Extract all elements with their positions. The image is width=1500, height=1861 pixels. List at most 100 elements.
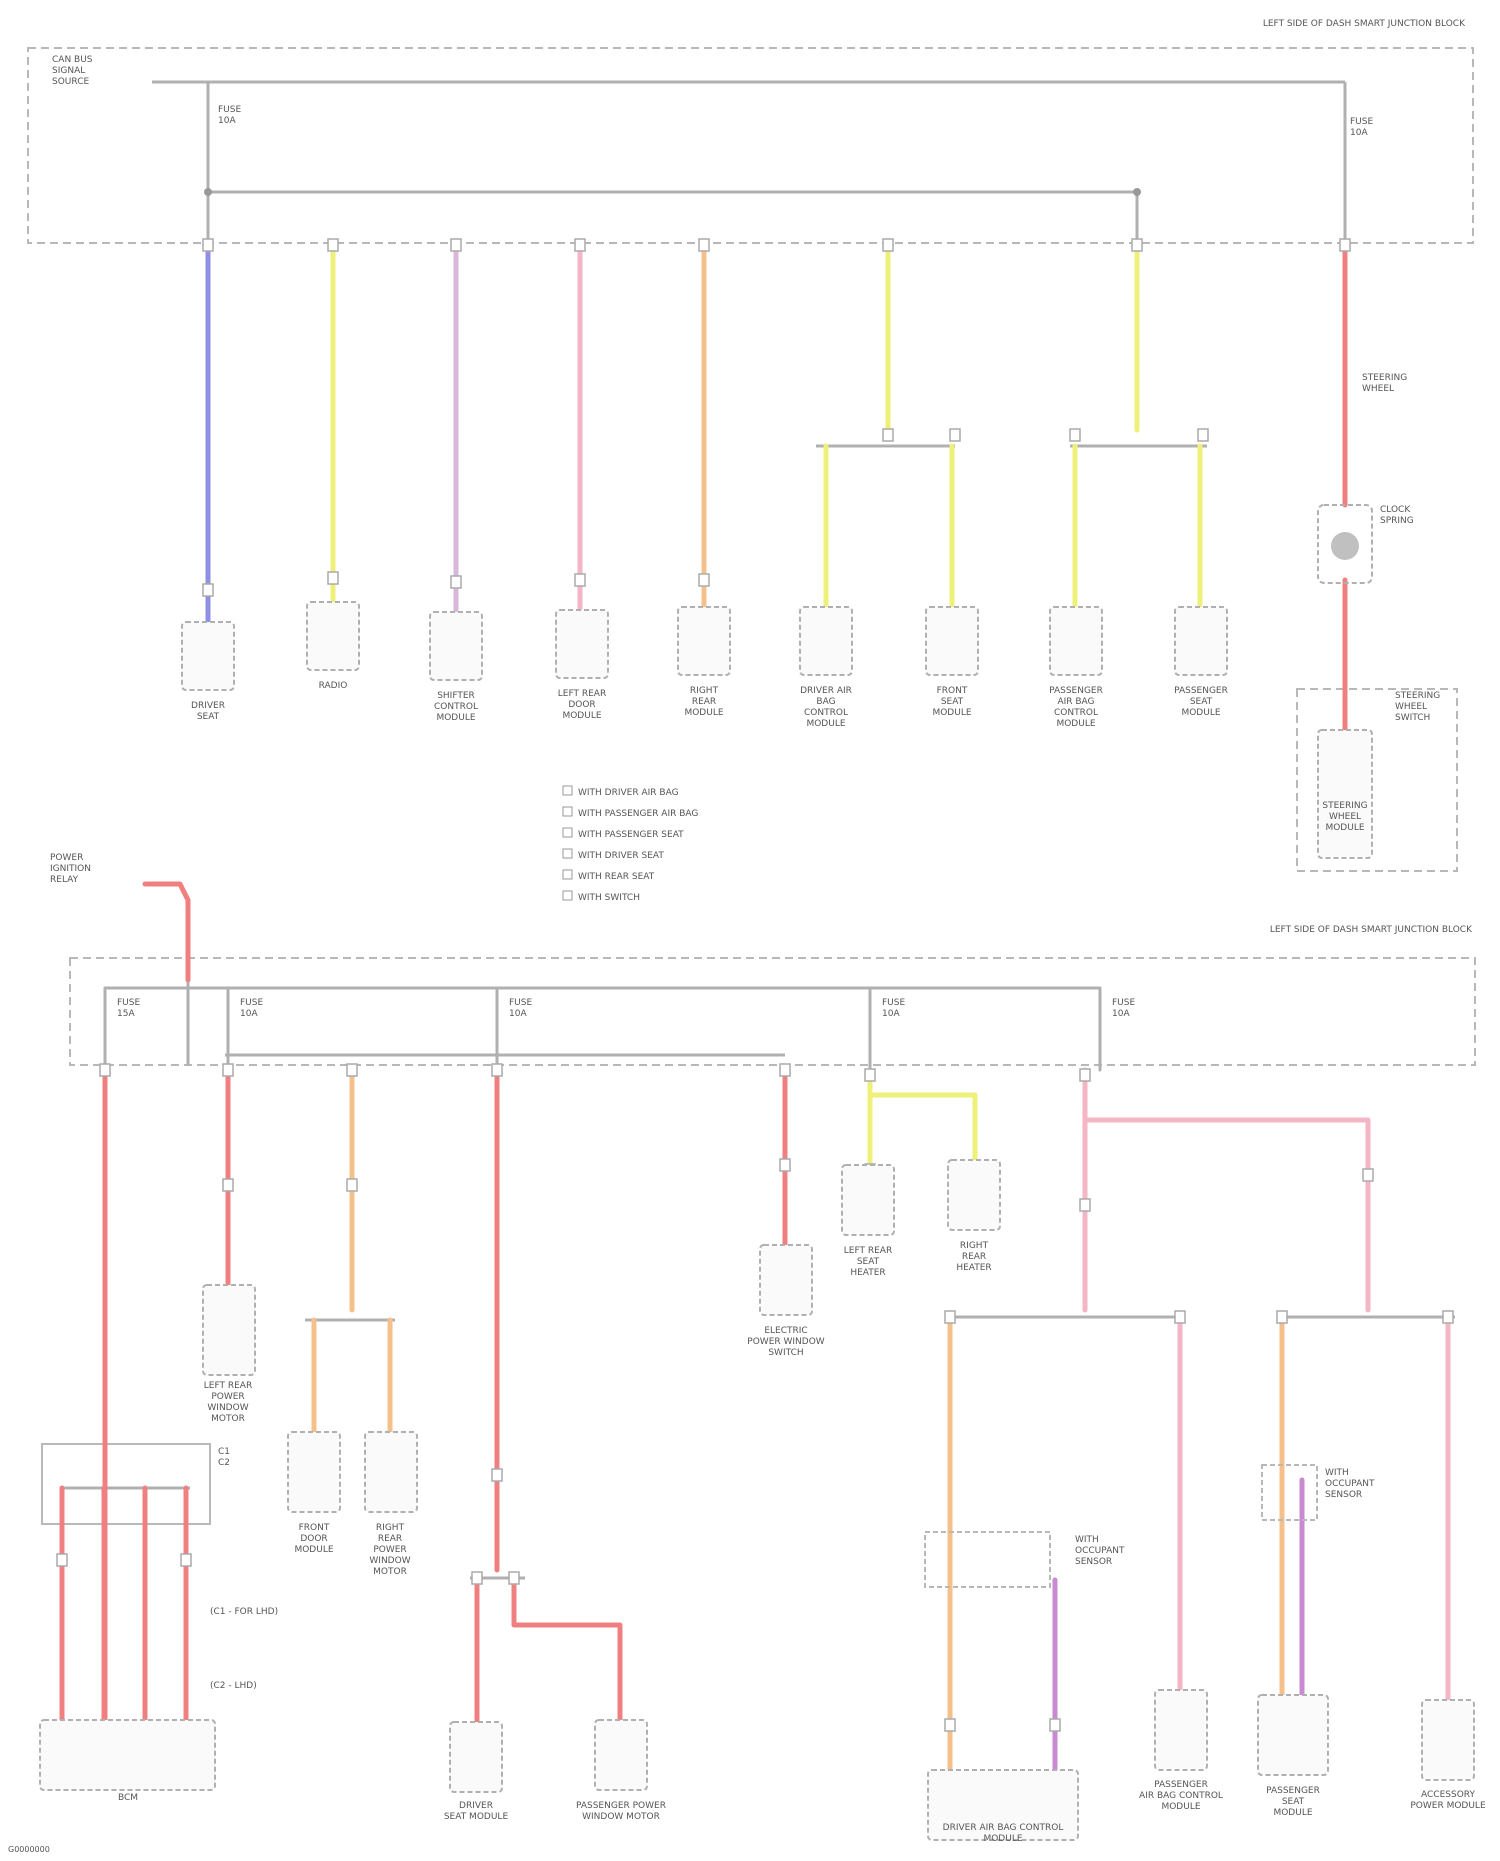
legend-box-2	[563, 828, 572, 837]
legend-text-0: WITH DRIVER AIR BAG	[578, 788, 679, 798]
bottom-connector-6	[1080, 1069, 1090, 1081]
bottom-connector-9	[492, 1469, 502, 1481]
legend-text-4: WITH REAR SEAT	[578, 872, 655, 882]
clockspring-label: CLOCKSPRING	[1380, 505, 1414, 526]
bottom-connector-17	[1277, 1311, 1287, 1323]
bottom-connector-10	[780, 1159, 790, 1171]
bottom-connector-19	[472, 1572, 482, 1584]
top-frame-title: LEFT SIDE OF DASH SMART JUNCTION BLOCK	[1263, 19, 1466, 29]
top-module-driver-air-bag	[800, 607, 852, 675]
bottom-module-left-rear-heater-label: LEFT REARSEATHEATER	[844, 1246, 892, 1278]
bottom-connector-16	[1175, 1311, 1185, 1323]
bottom-module-electric-window-switch	[760, 1245, 812, 1315]
bottom-connector-5	[865, 1069, 875, 1081]
top-module-front-seat	[926, 607, 978, 675]
clockspring-coil	[1331, 532, 1359, 560]
bottom-junction-block-frame	[70, 958, 1475, 1065]
top-connector-16	[1198, 429, 1208, 441]
top-module-radio-label: RADIO	[319, 681, 348, 691]
wire-passenger-seat-module-feed	[1085, 1120, 1368, 1310]
top-junction-block-frame	[28, 48, 1473, 243]
bcm-box	[40, 1720, 215, 1790]
legend-box-0	[563, 786, 572, 795]
top-module-shifter	[430, 612, 482, 680]
wire-rear-heater	[870, 1072, 975, 1160]
bottom-connector-18	[1443, 1311, 1453, 1323]
components	[40, 505, 1474, 1840]
bottom-connector-13	[1080, 1199, 1090, 1211]
top-connector-13	[883, 429, 893, 441]
bottom-module-right-rear-window-label: RIGHTREARPOWERWINDOWMOTOR	[369, 1523, 410, 1577]
bottom-connector-0	[100, 1064, 110, 1076]
bottom-module-passenger-air-bag	[1155, 1690, 1207, 1770]
wires	[62, 245, 1448, 1770]
bottom-frame-title: LEFT SIDE OF DASH SMART JUNCTION BLOCK	[1270, 925, 1473, 935]
occupant-sensor-frame-left	[925, 1532, 1050, 1587]
steering-module-box	[1318, 730, 1372, 858]
bottom-connector-14	[1363, 1169, 1373, 1181]
connectors	[57, 188, 1453, 1731]
top-connector-5	[883, 239, 893, 251]
bottom-connector-1	[223, 1064, 233, 1076]
wire-passenger-power-window	[514, 1585, 620, 1720]
bottom-connector-22	[1050, 1719, 1060, 1731]
bcm-label: BCM	[118, 1793, 138, 1803]
top-connector-4	[699, 239, 709, 251]
top-module-left-rear-door	[556, 610, 608, 678]
bottom-connector-24	[181, 1554, 191, 1566]
wire-ignition-feed	[145, 884, 188, 980]
top-connector-1	[328, 239, 338, 251]
top-connector-15	[1070, 429, 1080, 441]
bottom-module-passenger-power-window	[595, 1720, 647, 1790]
bottom-module-right-rear-window	[365, 1432, 417, 1512]
top-connector-9	[328, 572, 338, 584]
bottom-connector-7	[223, 1179, 233, 1191]
footer-code: G0000000	[8, 1845, 50, 1854]
bottom-connector-8	[347, 1179, 357, 1191]
top-module-passenger-air-bag	[1050, 607, 1102, 675]
bottom-frame-title-text: LEFT SIDE OF DASH SMART JUNCTION BLOCK	[1270, 925, 1473, 935]
top-module-right-rear	[678, 607, 730, 675]
top-connector-6	[1132, 239, 1142, 251]
legend-text-3: WITH DRIVER SEAT	[578, 851, 664, 861]
bottom-module-left-rear-window	[203, 1285, 255, 1375]
legend-text-1: WITH PASSENGER AIR BAG	[578, 809, 698, 819]
bottom-module-passenger-seat	[1258, 1695, 1328, 1775]
legend-box-3	[563, 849, 572, 858]
bottom-connector-4	[780, 1064, 790, 1076]
top-splice-0	[204, 188, 212, 196]
legend-text-5: WITH SWITCH	[578, 893, 640, 903]
top-connector-12	[699, 574, 709, 586]
occupant-sensor-frame-right	[1262, 1465, 1317, 1520]
bottom-module-front-door	[288, 1432, 340, 1512]
bottom-module-accessory-power	[1422, 1700, 1474, 1780]
legend-box-1	[563, 807, 572, 816]
bottom-connector-23	[57, 1554, 67, 1566]
top-frame-title-text: LEFT SIDE OF DASH SMART JUNCTION BLOCK	[1263, 19, 1466, 29]
top-module-driver-seat	[182, 622, 234, 690]
steering-module-label: STEERINGWHEELMODULE	[1322, 801, 1367, 833]
top-connector-8	[203, 584, 213, 596]
bottom-module-driver-seat	[450, 1722, 502, 1792]
legend-text-2: WITH PASSENGER SEAT	[578, 830, 684, 840]
bottom-connector-15	[945, 1311, 955, 1323]
